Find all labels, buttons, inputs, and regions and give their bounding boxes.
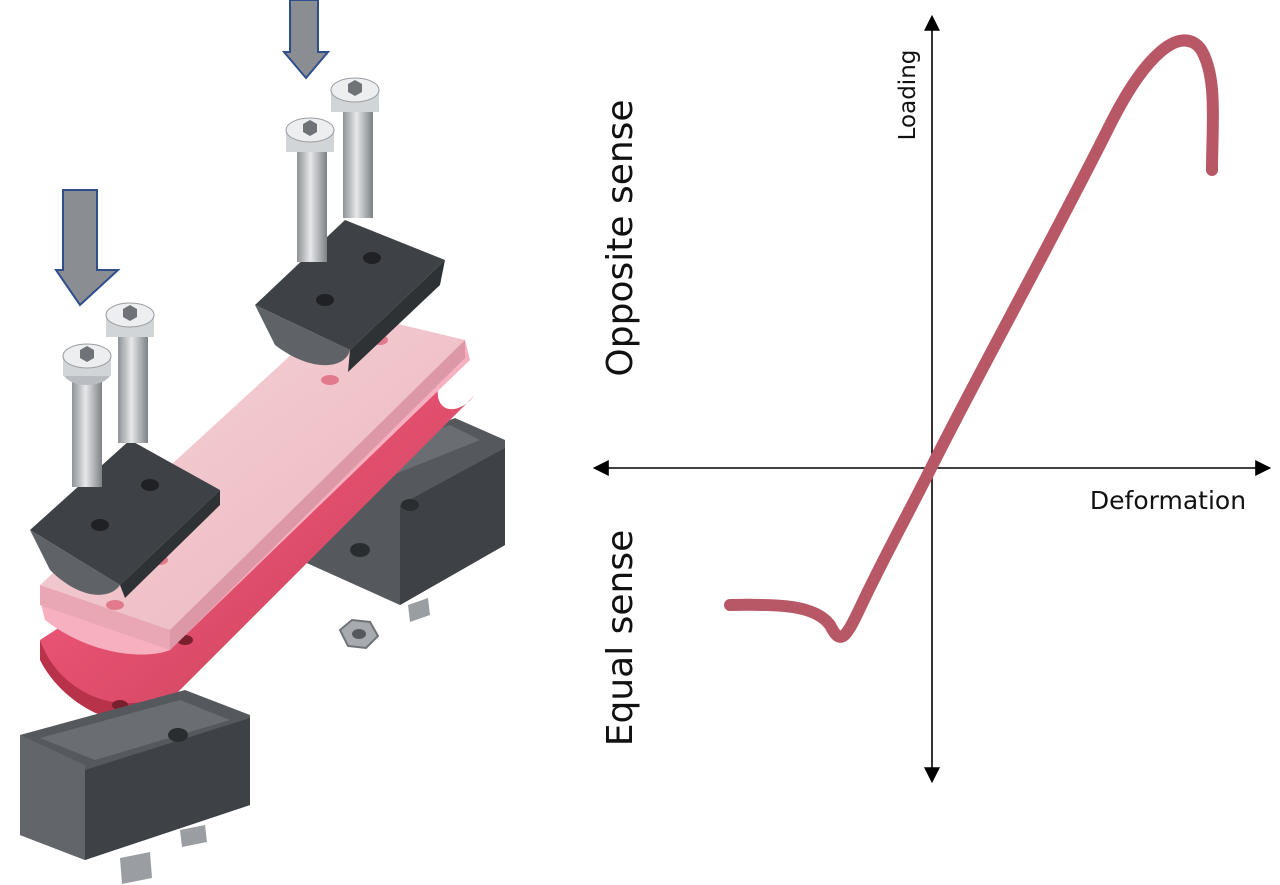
support-block-left bbox=[20, 690, 250, 884]
clamp-left bbox=[30, 440, 220, 598]
lower-region-label: Equal sense bbox=[600, 530, 641, 747]
bolt-icon bbox=[330, 77, 380, 218]
down-arrow-icon bbox=[281, 0, 331, 80]
bolt-icon bbox=[285, 117, 335, 262]
load-deformation-curve bbox=[724, 34, 1219, 643]
x-axis-label: Deformation bbox=[1090, 486, 1246, 515]
y-axis-label: Loading bbox=[895, 50, 921, 141]
bolt-icon bbox=[62, 343, 112, 487]
nut-icon bbox=[338, 618, 380, 650]
load-deformation-diagram: Loading Deformation Opposite sense Equal… bbox=[592, 14, 1272, 784]
upper-region-label: Opposite sense bbox=[600, 99, 641, 376]
clamp-right bbox=[255, 220, 445, 372]
bolt-icon bbox=[105, 302, 155, 443]
down-arrow-icon bbox=[54, 189, 121, 307]
fixture-illustration bbox=[20, 0, 505, 884]
